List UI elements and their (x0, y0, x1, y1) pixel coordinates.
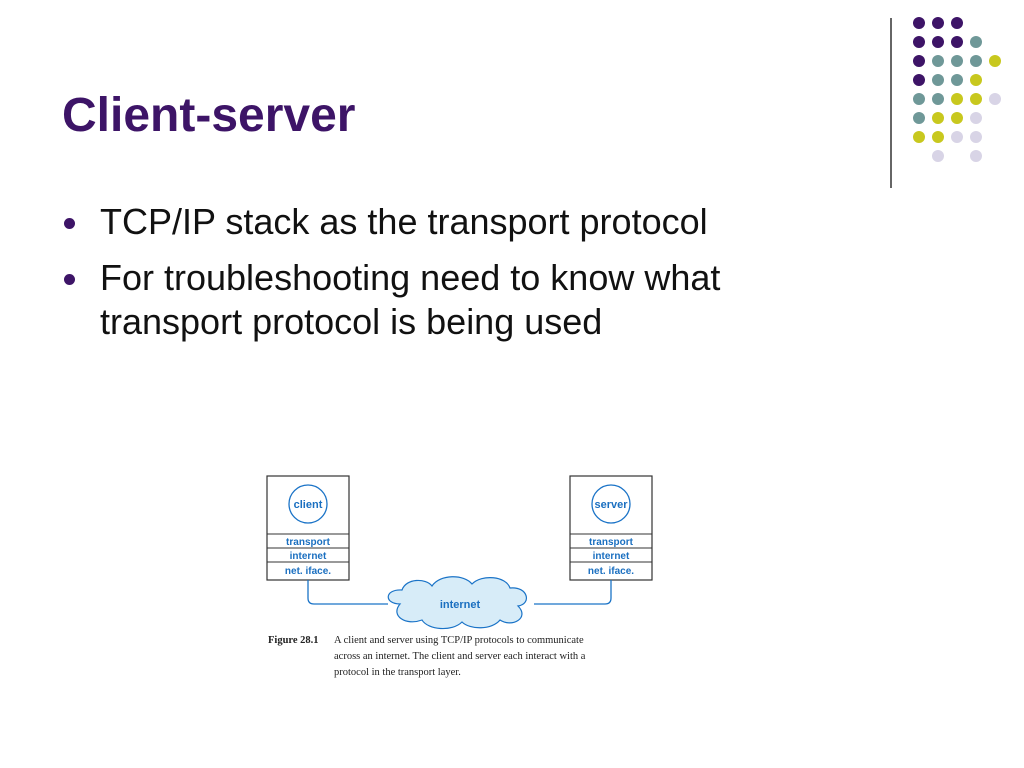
figure-caption-label: Figure 28.1 (268, 635, 319, 646)
server-layer-transport: transport (589, 537, 634, 548)
client-layer-net-iface: net. iface. (285, 566, 331, 577)
dot (932, 74, 944, 86)
dot (913, 112, 925, 124)
dot (913, 131, 925, 143)
client-app-circle (288, 484, 328, 524)
client-layer-transport: transport (286, 537, 331, 548)
dot (932, 93, 944, 105)
dot (970, 55, 982, 67)
dot (951, 55, 963, 67)
bullet-item: For troubleshooting need to know what tr… (62, 256, 862, 344)
server-link-line (534, 580, 612, 605)
dot (951, 93, 963, 105)
server-layer-net-iface: net. iface. (588, 566, 634, 577)
internet-cloud: internet (387, 576, 527, 630)
dot (970, 74, 982, 86)
figure-caption-line: across an internet. The client and serve… (334, 651, 586, 662)
bullet-text: For troubleshooting need to know what tr… (100, 257, 721, 342)
dot (951, 74, 963, 86)
dot (913, 17, 925, 29)
cloud-label: internet (440, 599, 481, 611)
dot (951, 131, 963, 143)
bullet-item: TCP/IP stack as the transport protocol (62, 200, 862, 244)
decorative-dot-grid (913, 17, 1001, 162)
dot (970, 112, 982, 124)
server-layer-internet: internet (593, 551, 630, 562)
dot (970, 36, 982, 48)
dot (913, 93, 925, 105)
client-link-line (307, 580, 388, 605)
bullet-dot-icon (64, 218, 75, 229)
dot (913, 74, 925, 86)
dot (932, 55, 944, 67)
server-app-label: server (594, 499, 628, 511)
dot (951, 36, 963, 48)
server-stack: server transport internet net. iface. (569, 475, 653, 581)
dot (970, 93, 982, 105)
bullet-list: TCP/IP stack as the transport protocol F… (62, 200, 862, 356)
dot (932, 150, 944, 162)
dot (951, 112, 963, 124)
client-app-label: client (294, 499, 323, 511)
bullet-dot-icon (64, 274, 75, 285)
dot (951, 17, 963, 29)
dot (913, 36, 925, 48)
dot (970, 150, 982, 162)
dot (932, 131, 944, 143)
server-app-circle (591, 484, 631, 524)
dot (989, 55, 1001, 67)
slide-title: Client-server (62, 89, 356, 142)
dot (932, 112, 944, 124)
bullet-text: TCP/IP stack as the transport protocol (100, 201, 708, 242)
figure-caption: Figure 28.1 A client and server using TCP… (268, 633, 654, 681)
dot (932, 17, 944, 29)
client-layer-internet: internet (290, 551, 327, 562)
dot (989, 93, 1001, 105)
client-stack: client transport internet net. iface. (266, 475, 350, 581)
figure-caption-line: protocol in the transport layer. (334, 667, 461, 678)
dot (970, 131, 982, 143)
dot (913, 55, 925, 67)
cloud-shape (387, 576, 527, 630)
figure-caption-line: A client and server using TCP/IP protoco… (334, 635, 584, 646)
dot (932, 36, 944, 48)
vertical-divider (890, 18, 892, 188)
client-server-diagram: client transport internet net. iface. se… (266, 475, 653, 630)
